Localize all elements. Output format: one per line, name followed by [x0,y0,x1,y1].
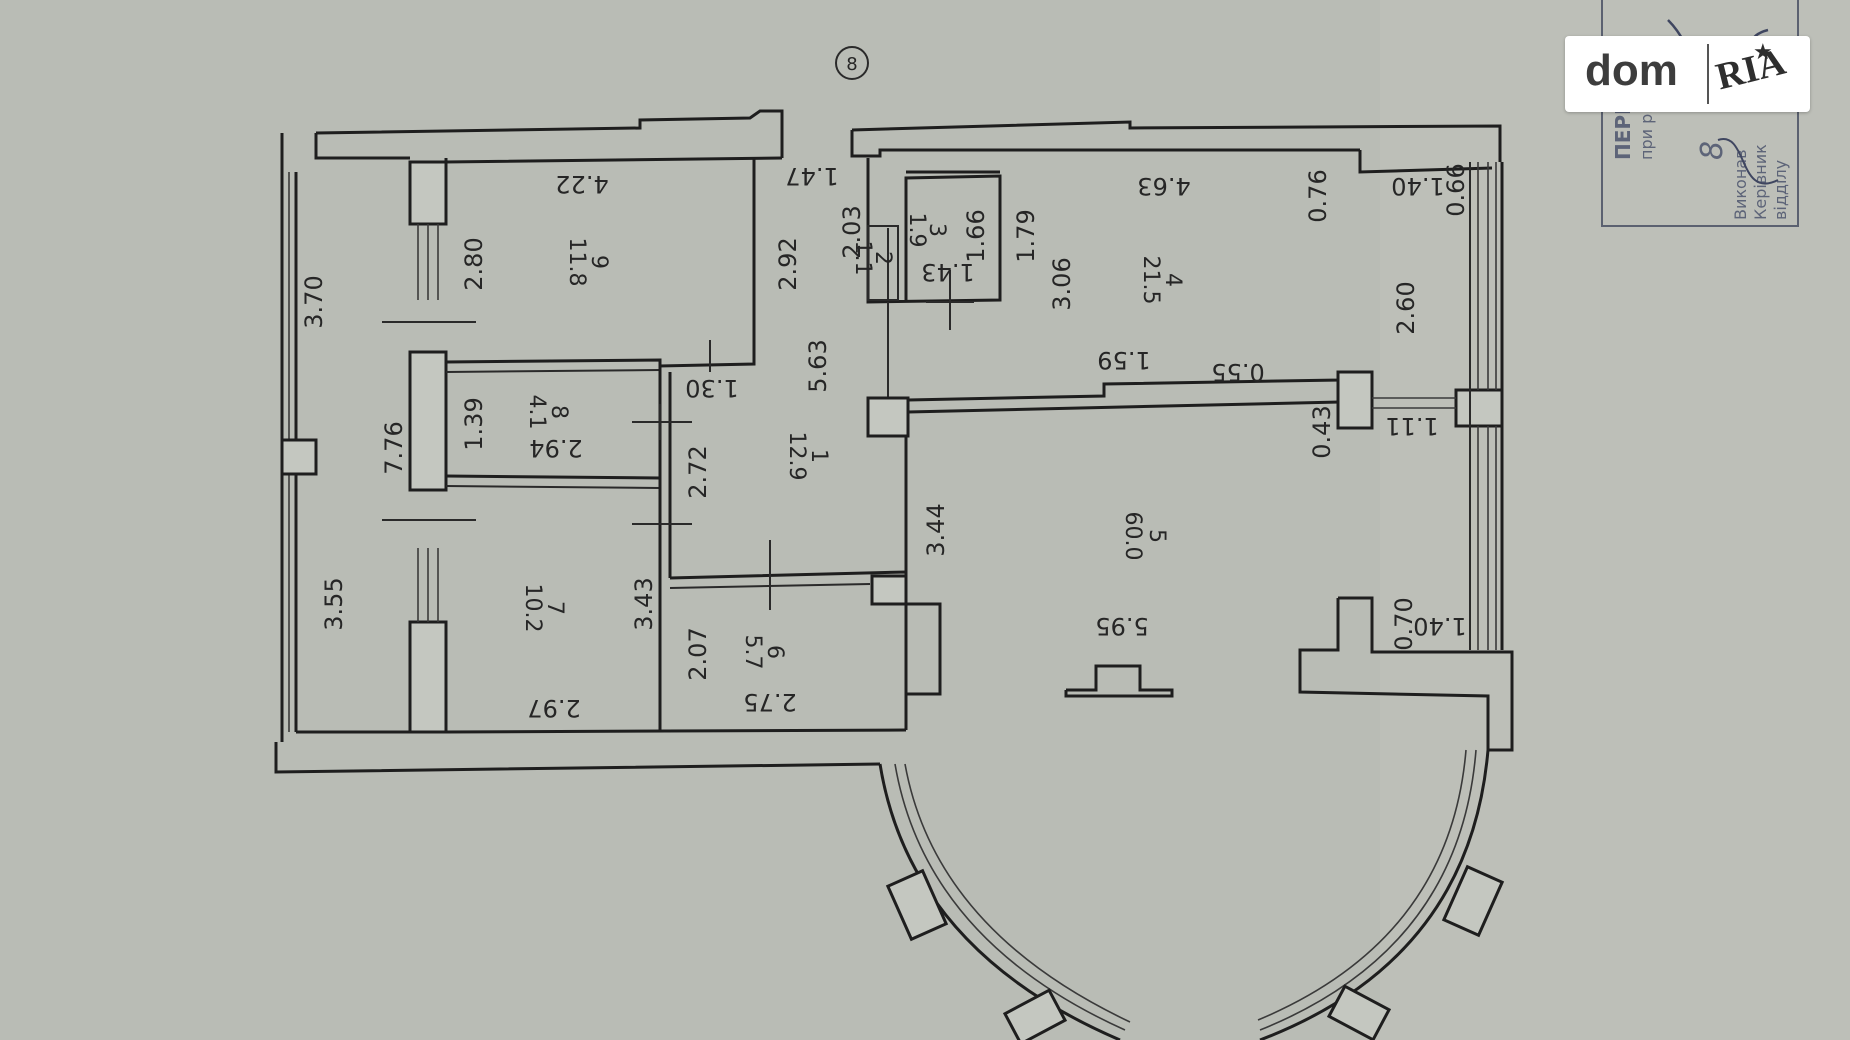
watermark-ria-text: RIA [1711,40,1790,99]
svg-text:1.40: 1.40 [1413,612,1466,640]
svg-text:Виконав: Виконав [1731,149,1750,220]
svg-text:11.8: 11.8 [564,238,589,287]
svg-text:2.94: 2.94 [529,434,582,462]
svg-text:5.7: 5.7 [740,635,765,670]
svg-text:3.06: 3.06 [1048,257,1076,310]
room-label-2: 2 1.1 [850,241,895,276]
room-label-6: 6 5.7 [740,635,787,670]
svg-text:3.55: 3.55 [320,577,348,630]
svg-text:0.76: 0.76 [1304,169,1332,222]
room-label-1: 1 12.9 [784,432,831,481]
bay-window [878,749,1505,1040]
svg-text:5.63: 5.63 [804,339,832,392]
room-label-8: 8 4.1 [524,395,571,430]
room-label-3: 3 1.9 [904,213,949,248]
svg-text:2.60: 2.60 [1392,281,1420,334]
svg-text:3.43: 3.43 [630,577,658,630]
star-icon: ★ [1753,40,1773,65]
interior-walls [382,158,1514,752]
svg-text:3: 3 [924,223,949,237]
dom-ria-watermark: dom ★ RIA [1565,36,1810,112]
signature-scribble-2 [1717,138,1779,185]
svg-text:2.72: 2.72 [684,445,712,498]
svg-text:4.63: 4.63 [1137,172,1190,200]
svg-text:1.39: 1.39 [460,397,488,450]
svg-text:6: 6 [762,645,787,659]
svg-text:2.03: 2.03 [838,205,866,258]
svg-text:4.1: 4.1 [524,395,549,430]
svg-text:7.76: 7.76 [380,421,408,474]
svg-text:0.55: 0.55 [1211,358,1264,386]
svg-text:8: 8 [546,405,571,419]
svg-text:1.9: 1.9 [904,213,929,248]
room-label-5: 5 60.0 [1120,512,1169,561]
room-label-9: 9 11.8 [564,238,611,287]
svg-text:1: 1 [806,449,831,463]
svg-text:8: 8 [1695,141,1730,160]
dimension-labels: 3.70 7.76 3.55 4.22 2.80 1.39 2.94 2.97 … [300,162,1470,722]
svg-text:2.75: 2.75 [743,688,796,716]
svg-text:1.11: 1.11 [1385,412,1438,440]
svg-text:1.59: 1.59 [1097,346,1150,374]
svg-text:1.66: 1.66 [962,209,990,262]
svg-text:1.43: 1.43 [921,258,974,286]
svg-text:4: 4 [1160,273,1185,287]
approval-stamp: ПЕРЕ... при р... Виконав Керівник відділ… [1601,0,1799,227]
svg-text:2: 2 [870,251,895,265]
svg-text:4.22: 4.22 [555,170,608,198]
room-label-7: 7 10.2 [520,584,567,633]
svg-text:12.9: 12.9 [784,432,809,481]
room-label-4: 4 21.5 [1138,256,1185,305]
svg-text:3.44: 3.44 [922,503,950,556]
svg-text:0.70: 0.70 [1390,597,1418,650]
svg-text:відділу: відділу [1771,160,1790,220]
svg-text:5.95: 5.95 [1095,612,1148,640]
svg-text:1.47: 1.47 [785,162,838,190]
svg-text:2.80: 2.80 [460,237,488,290]
svg-text:0.66: 0.66 [1442,163,1470,216]
svg-text:9: 9 [586,255,611,269]
svg-text:60.0: 60.0 [1120,512,1145,561]
svg-text:1.79: 1.79 [1012,209,1040,262]
svg-text:2.92: 2.92 [774,237,802,290]
axis-marker: 8 [835,46,869,80]
svg-text:2.07: 2.07 [684,627,712,680]
watermark-separator [1707,44,1709,104]
svg-text:0.43: 0.43 [1308,405,1336,458]
svg-text:3.70: 3.70 [300,275,328,328]
svg-text:5: 5 [1144,529,1169,543]
watermark-dom-text: dom [1585,46,1678,95]
svg-text:21.5: 21.5 [1138,256,1163,305]
svg-text:2.97: 2.97 [527,694,580,722]
svg-text:1.30: 1.30 [685,374,738,402]
svg-text:8: 8 [846,54,857,75]
svg-text:1.1: 1.1 [850,241,875,276]
svg-text:7: 7 [542,601,567,615]
room-labels: 1 12.9 2 1.1 3 1.9 4 21.5 5 60.0 6 5.7 7… [520,213,1185,670]
svg-text:10.2: 10.2 [520,584,545,633]
svg-text:при р...: при р... [1637,98,1656,160]
svg-text:1.40: 1.40 [1391,172,1444,200]
